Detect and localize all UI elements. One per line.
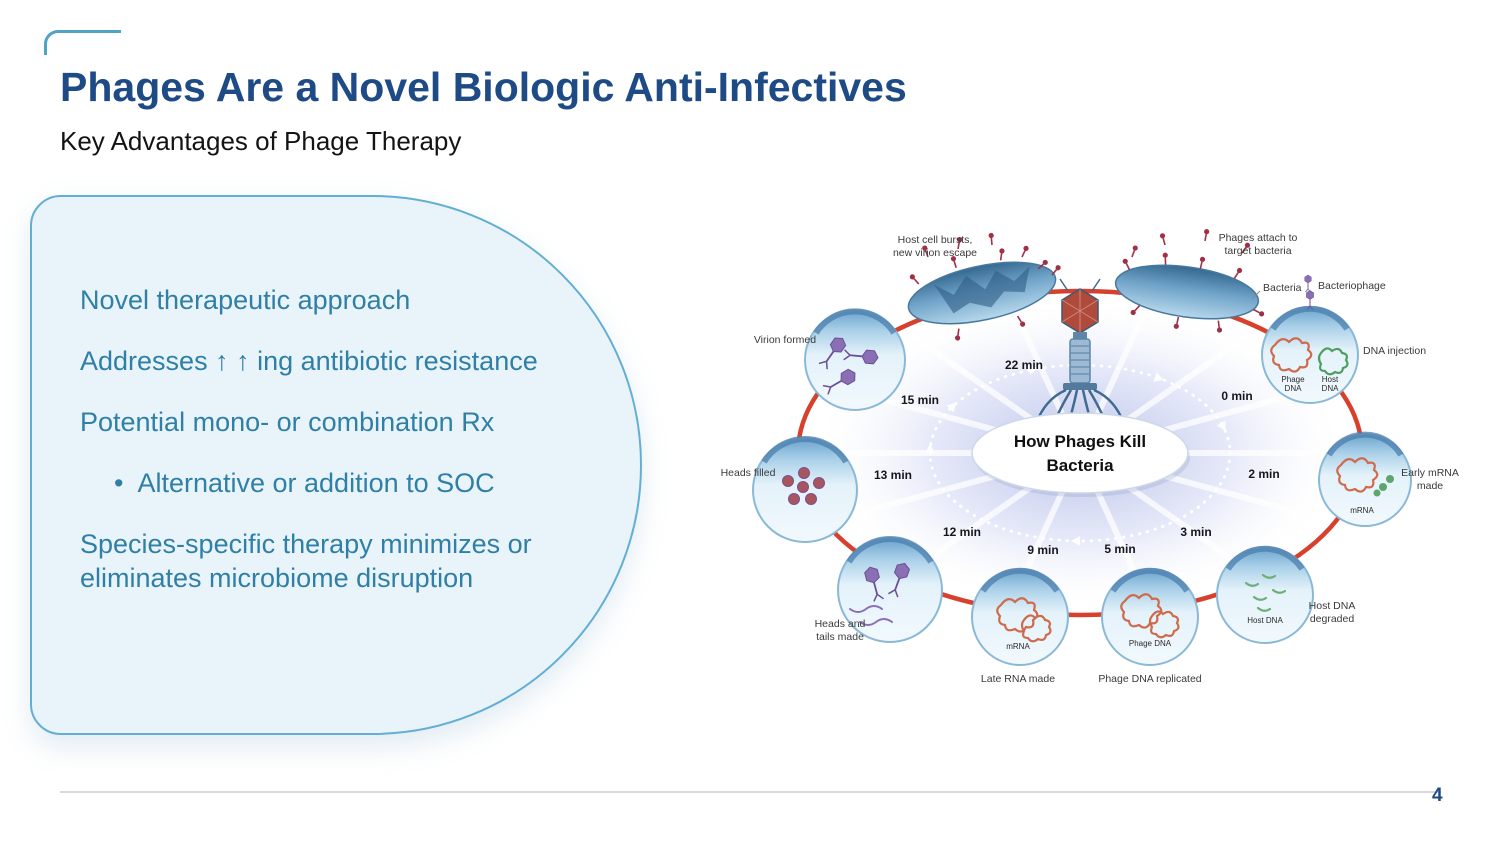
mrna-blob-illustration (1373, 475, 1394, 497)
diagram-title-line2: Bacteria (1046, 456, 1114, 475)
caption-early-mrna: made (1417, 480, 1443, 492)
corner-accent (44, 30, 121, 55)
time-label: 13 min (874, 468, 912, 482)
caption-host-dna-degraded: degraded (1310, 613, 1355, 625)
advantage-item: Addresses ↑ ↑ ing antibiotic resistance (80, 346, 538, 376)
diagram-title-line1: How Phages Kill (1014, 432, 1146, 451)
time-label: 12 min (943, 525, 981, 539)
node-label-phage: Phage (1281, 375, 1305, 384)
node-label-host: Host (1322, 375, 1339, 384)
bacteriophage-icon (1304, 274, 1312, 293)
phage-lifecycle-diagram: mRNA Phage DNA Host DNA (700, 225, 1500, 715)
bacteria-attach-illustration (1114, 251, 1266, 334)
advantage-sub-item-label: Alternative or addition to SOC (137, 468, 495, 498)
stage-node-phage-dna-replicated: Phage DNA (1101, 567, 1199, 666)
caption-host-cell-bursts: new virion escape (893, 247, 977, 259)
caption-phage-dna-replicated: Phage DNA replicated (1098, 673, 1201, 685)
bacteria-pointer-line (1251, 290, 1261, 300)
filled-heads-illustration (782, 467, 825, 505)
slide-subtitle: Key Advantages of Phage Therapy (60, 126, 462, 156)
stage-node-heads-filled (752, 435, 858, 543)
node-label-dna: DNA (1285, 384, 1303, 393)
advantage-item: Potential mono- or combination Rx (80, 407, 495, 437)
time-label: 2 min (1248, 467, 1279, 481)
stage-node-late-rna: mRNA (971, 567, 1069, 666)
node-label-dna: DNA (1322, 384, 1340, 393)
caption-dna-injection: DNA injection (1363, 345, 1426, 357)
caption-host-cell-bursts: Host cell bursts, (898, 234, 973, 246)
stage-node-heads-tails (837, 535, 943, 643)
time-label: 9 min (1027, 543, 1058, 557)
node-label-phage-dna: Phage DNA (1129, 639, 1172, 648)
caption-heads-filled: Heads filled (721, 467, 776, 479)
advantages-list: Novel therapeutic approach Addresses ↑ ↑… (80, 283, 612, 622)
caption-phages-attach: Phages attach to (1219, 232, 1298, 244)
caption-early-mrna: Early mRNA (1401, 467, 1459, 479)
time-label: 0 min (1221, 389, 1252, 403)
time-label: 22 min (1005, 358, 1043, 372)
caption-late-rna-made: Late RNA made (981, 673, 1055, 685)
stage-node-dna-injection: Phage DNA Host DNA (1261, 290, 1359, 404)
caption-bacteria: Bacteria (1263, 282, 1302, 294)
time-label: 3 min (1180, 525, 1211, 539)
advantage-sub-item: • Alternative or addition to SOC (80, 466, 612, 500)
lifecycle-svg: mRNA Phage DNA Host DNA (721, 227, 1459, 685)
caption-phages-attach: target bacteria (1224, 245, 1291, 257)
bacteria-burst-illustration (907, 247, 1057, 342)
caption-host-dna-degraded: Host DNA (1309, 600, 1356, 612)
bullet-dot: • (114, 468, 124, 498)
stage-node-host-dna-degraded: Host DNA (1216, 545, 1314, 644)
stage-node-virion-formed (804, 308, 906, 411)
caption-heads-tails: tails made (816, 631, 864, 643)
node-label-host-dna: Host DNA (1247, 616, 1283, 625)
node-label-mrna: mRNA (1006, 642, 1030, 651)
center-ellipse (971, 412, 1189, 494)
time-label: 15 min (901, 393, 939, 407)
time-label: 5 min (1104, 542, 1135, 556)
stage-node-early-mrna: mRNA (1318, 431, 1412, 527)
advantage-item: Species-specific therapy minimizes or el… (80, 529, 532, 593)
advantages-panel: Novel therapeutic approach Addresses ↑ ↑… (30, 195, 642, 735)
page-number: 4 (1432, 785, 1443, 806)
phage-illustration (1034, 278, 1126, 432)
ring-direction-arrows (925, 365, 1226, 546)
caption-virion-formed: Virion formed (754, 334, 816, 346)
footer-divider (60, 791, 1441, 793)
caption-heads-tails: Heads and (815, 618, 866, 630)
caption-bacteriophage: Bacteriophage (1318, 280, 1386, 292)
node-label-mrna: mRNA (1350, 506, 1374, 515)
advantage-item: Novel therapeutic approach (80, 285, 411, 315)
slide-title: Phages Are a Novel Biologic Anti-Infecti… (60, 64, 907, 110)
